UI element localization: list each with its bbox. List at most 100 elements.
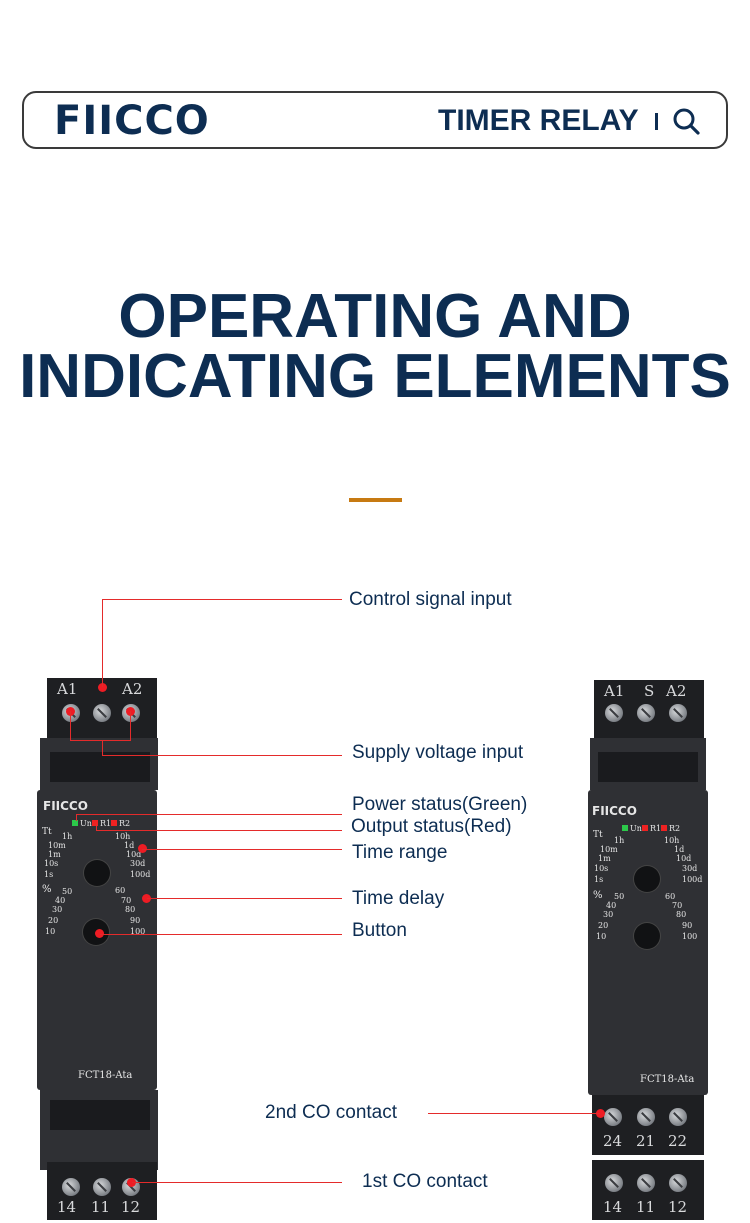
led-label-r1: R1 xyxy=(650,824,662,833)
callout-line-delay xyxy=(147,898,342,899)
marker-dot xyxy=(596,1109,605,1118)
terminal-screw[interactable] xyxy=(93,704,111,722)
range-tick: 10m xyxy=(48,841,66,850)
pct-tick: 10 xyxy=(596,932,607,941)
page-title-line1: OPERATING AND xyxy=(118,282,632,351)
pct-tick: 20 xyxy=(48,916,59,925)
pct-tick: 30 xyxy=(603,910,614,919)
callout-line-supply xyxy=(102,755,342,756)
lower-window xyxy=(50,1100,150,1130)
time-range-knob[interactable] xyxy=(634,866,660,892)
terminal-label-11: 11 xyxy=(636,1198,656,1216)
terminal-screw[interactable] xyxy=(669,704,687,722)
marker-dot xyxy=(98,683,107,692)
terminal-label-a2: A2 xyxy=(122,680,143,698)
model-label: FCT18-Ata xyxy=(640,1074,695,1085)
terminal-label-14: 14 xyxy=(603,1198,623,1216)
range-tick: 1s xyxy=(594,875,604,884)
range-tick: 1h xyxy=(614,836,625,845)
callout-line-co1 xyxy=(132,1182,342,1183)
terminal-label-21: 21 xyxy=(636,1132,656,1150)
label-2nd-co-contact: 2nd CO contact xyxy=(265,1102,398,1123)
terminal-screw[interactable] xyxy=(93,1178,111,1196)
pct-tick: 80 xyxy=(676,910,687,919)
pct-tick: 20 xyxy=(598,921,609,930)
label-control-signal: Control signal input xyxy=(349,589,512,610)
terminal-screw[interactable] xyxy=(669,1108,687,1126)
callout-line-control xyxy=(102,599,342,600)
terminal-screw[interactable] xyxy=(604,1108,622,1126)
range-tick: 1m xyxy=(48,850,61,859)
device-brand: FIICCO xyxy=(592,804,637,818)
pct-tick: 100 xyxy=(682,932,698,941)
callout-line-power xyxy=(76,814,342,815)
power-led xyxy=(622,825,628,831)
pct-tick: 30 xyxy=(52,905,63,914)
range-tick: 1h xyxy=(62,832,73,841)
label-output-status: Output status(Red) xyxy=(351,816,512,837)
terminal-screw[interactable] xyxy=(605,704,623,722)
marker-dot xyxy=(138,844,147,853)
callout-line-supply xyxy=(102,740,103,755)
terminal-label-12: 12 xyxy=(121,1198,141,1216)
label-time-range: Time range xyxy=(352,842,448,863)
terminal-screw[interactable] xyxy=(637,1108,655,1126)
range-tick: 10d xyxy=(676,854,692,863)
terminal-label-24: 24 xyxy=(603,1132,623,1150)
pct-label: % xyxy=(42,884,52,895)
range-label: Tt xyxy=(42,827,52,837)
pct-tick: 60 xyxy=(115,886,126,895)
led-label-r2: R2 xyxy=(119,819,131,828)
page-title-line2: INDICATING ELEMENTS xyxy=(19,342,731,411)
terminal-screw[interactable] xyxy=(605,1174,623,1192)
label-power-status: Power status(Green) xyxy=(352,794,528,815)
range-tick: 100d xyxy=(682,875,703,884)
header-title: TIMER RELAY xyxy=(438,104,639,137)
pct-tick: 10 xyxy=(45,927,56,936)
accent-divider xyxy=(349,498,402,502)
range-tick: 1m xyxy=(598,854,611,863)
led-label-un: Un xyxy=(80,819,92,828)
range-tick: 10h xyxy=(115,832,131,841)
callout-line-co2 xyxy=(428,1113,600,1114)
terminal-screw[interactable] xyxy=(637,1174,655,1192)
time-delay-button[interactable] xyxy=(634,923,660,949)
time-range-knob[interactable] xyxy=(84,860,110,886)
label-time-delay: Time delay xyxy=(352,888,445,909)
led-label-r2: R2 xyxy=(669,824,681,833)
range-tick: 30d xyxy=(130,859,146,868)
range-tick: 10s xyxy=(594,864,609,873)
brand-logo: FIICCO xyxy=(54,98,210,144)
callout-line-output xyxy=(96,830,342,831)
callout-line-range xyxy=(142,849,342,850)
pct-tick: 40 xyxy=(55,896,66,905)
label-supply-voltage: Supply voltage input xyxy=(352,742,524,763)
range-tick: 30d xyxy=(682,864,698,873)
pct-tick: 60 xyxy=(665,892,676,901)
search-icon[interactable] xyxy=(672,107,700,135)
range-tick: 10d xyxy=(126,850,142,859)
output-led-r1 xyxy=(92,820,98,826)
terminal-label-14: 14 xyxy=(57,1198,77,1216)
terminal-label-12: 12 xyxy=(668,1198,688,1216)
upper-window xyxy=(50,752,150,782)
callout-line-supply xyxy=(70,711,71,740)
pct-tick: 90 xyxy=(130,916,141,925)
callout-line-output xyxy=(96,824,97,831)
terminal-screw[interactable] xyxy=(637,704,655,722)
range-tick: 1d xyxy=(124,841,135,850)
pct-tick: 40 xyxy=(606,901,617,910)
terminal-screw[interactable] xyxy=(62,1178,80,1196)
marker-dot xyxy=(95,929,104,938)
device-brand: FIICCO xyxy=(43,799,88,813)
marker-dot xyxy=(142,894,151,903)
model-label: FCT18-Ata xyxy=(78,1070,133,1081)
led-label-un: Un xyxy=(630,824,642,833)
upper-window xyxy=(598,752,698,782)
terminal-label-a1: A1 xyxy=(604,682,625,700)
range-tick: 1d xyxy=(674,845,685,854)
pct-tick: 50 xyxy=(62,887,73,896)
marker-dot xyxy=(127,1178,136,1187)
pct-tick: 70 xyxy=(121,896,132,905)
terminal-screw[interactable] xyxy=(669,1174,687,1192)
